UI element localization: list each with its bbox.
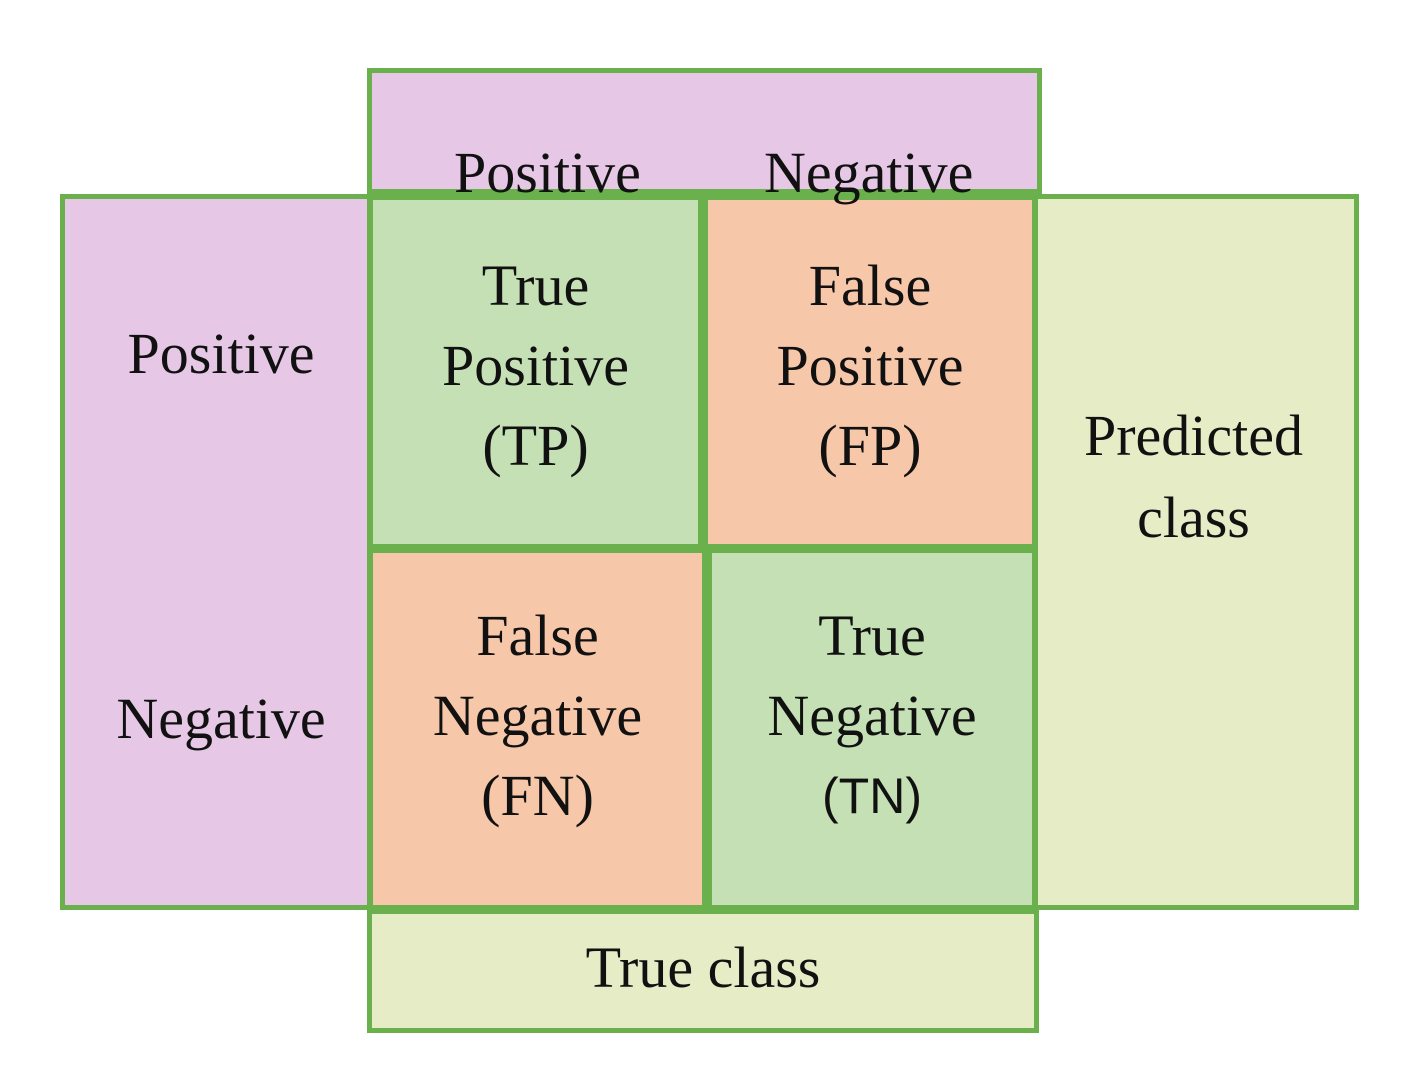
cell-false-positive: False Positive (FP) [702,194,1038,550]
cell-true-positive: True Positive (TP) [367,194,704,550]
tp-line2: Positive [442,333,629,398]
row-label-positive: Positive [127,321,315,386]
fp-line2: Positive [776,333,964,398]
cell-false-negative: False Negative (FN) [367,547,708,911]
tn-line1: True [818,603,926,668]
predicted-class-band: Predicted class [1033,194,1359,910]
fp-line3: (FP) [818,413,922,478]
column-label-negative: Negative [764,140,974,205]
column-label-positive: Positive [454,140,641,205]
fn-line3: (FN) [481,763,594,828]
row-header-band: Positive Negative [60,194,372,910]
tn-line2: Negative [767,683,977,748]
tp-line1: True [481,253,590,318]
row-label-negative: Negative [116,686,326,751]
tp-line3: (TP) [482,413,589,478]
column-header-band: Positive Negative [367,68,1042,202]
cell-true-negative: True Negative (TN) [706,547,1038,911]
tn-line3: (TN) [822,768,922,824]
predicted-class-label: Predicted class [1084,395,1303,559]
predicted-class-line2: class [1137,485,1250,550]
true-class-label: True class [585,935,821,1000]
fn-line2: Negative [432,683,643,748]
predicted-class-line1: Predicted [1083,403,1304,468]
fn-line1: False [476,603,599,668]
fp-line1: False [808,253,932,318]
true-class-band: True class [367,909,1039,1033]
